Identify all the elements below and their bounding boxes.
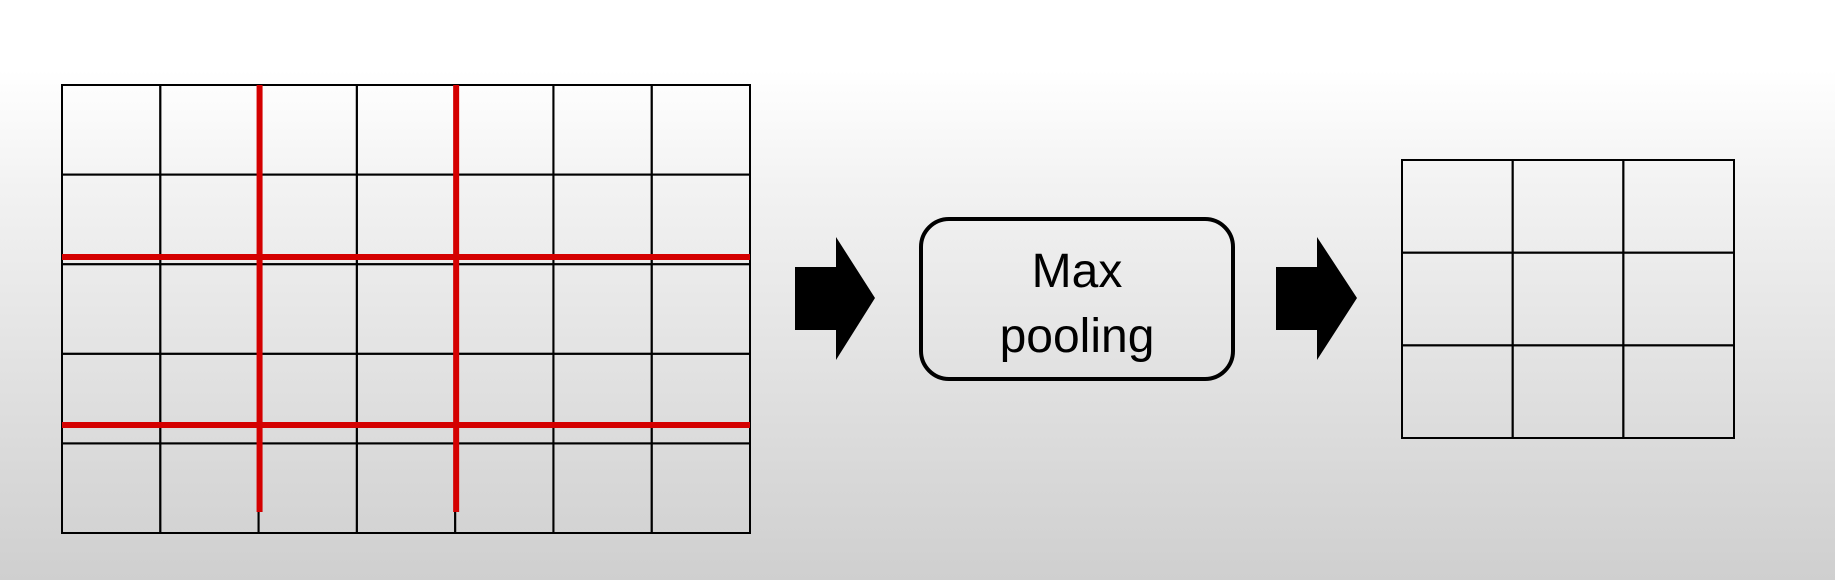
input-grid-cell: [355, 442, 457, 534]
input-grid-cell: [257, 442, 358, 534]
pooling-window-boundaries: [62, 85, 750, 512]
input-grid-cell: [454, 263, 555, 355]
input-grid-cell: [650, 352, 752, 445]
max-pooling-label-line2: pooling: [1000, 310, 1155, 363]
input-grid-cell: [454, 442, 555, 534]
input-grid-cell: [61, 352, 162, 445]
input-grid-cell: [552, 173, 653, 266]
output-grid-cell: [1622, 251, 1736, 347]
input-grid-cell: [454, 84, 555, 176]
input-grid-cell: [61, 442, 162, 534]
input-grid-cell: [257, 352, 358, 445]
input-grid-cell: [355, 352, 457, 445]
input-grid-cell: [650, 442, 752, 534]
input-feature-map-grid: [61, 84, 752, 534]
output-grid-cell: [1511, 251, 1625, 347]
output-grid-cell: [1622, 344, 1736, 440]
output-grid-cell: [1401, 344, 1514, 440]
output-grid-cell: [1401, 251, 1514, 347]
input-grid-cell: [159, 84, 260, 176]
output-feature-map-grid: [1401, 159, 1736, 440]
input-grid-cell: [159, 173, 260, 266]
input-grid-cell: [159, 442, 260, 534]
output-grid-cell: [1401, 159, 1514, 254]
input-grid-cell: [454, 173, 555, 266]
input-grid-cell: [257, 173, 358, 266]
input-grid-cell: [159, 263, 260, 355]
arrow-right-icon: [1276, 237, 1357, 360]
input-grid-cell: [61, 263, 162, 355]
input-grid-cell: [355, 263, 457, 355]
output-grid-cell: [1511, 344, 1625, 440]
input-grid-cell: [355, 84, 457, 176]
input-grid-cell: [650, 84, 752, 176]
max-pooling-box: Max pooling: [919, 217, 1235, 381]
input-grid-cell: [552, 352, 653, 445]
input-grid-cell: [61, 84, 162, 176]
input-grid-cell: [61, 173, 162, 266]
input-grid-cell: [355, 173, 457, 266]
output-grid-cell: [1622, 159, 1736, 254]
input-grid-cell: [159, 352, 260, 445]
input-grid-cell: [650, 173, 752, 266]
input-grid-cell: [257, 84, 358, 176]
input-grid-cell: [552, 442, 653, 534]
input-grid-cell: [552, 84, 653, 176]
max-pooling-label-line1: Max: [1032, 245, 1123, 298]
input-grid-cell: [257, 263, 358, 355]
input-grid-cell: [650, 263, 752, 355]
input-grid-cell: [454, 352, 555, 445]
arrow-right-icon: [795, 237, 875, 360]
input-grid-cell: [552, 263, 653, 355]
output-grid-cell: [1511, 159, 1625, 254]
